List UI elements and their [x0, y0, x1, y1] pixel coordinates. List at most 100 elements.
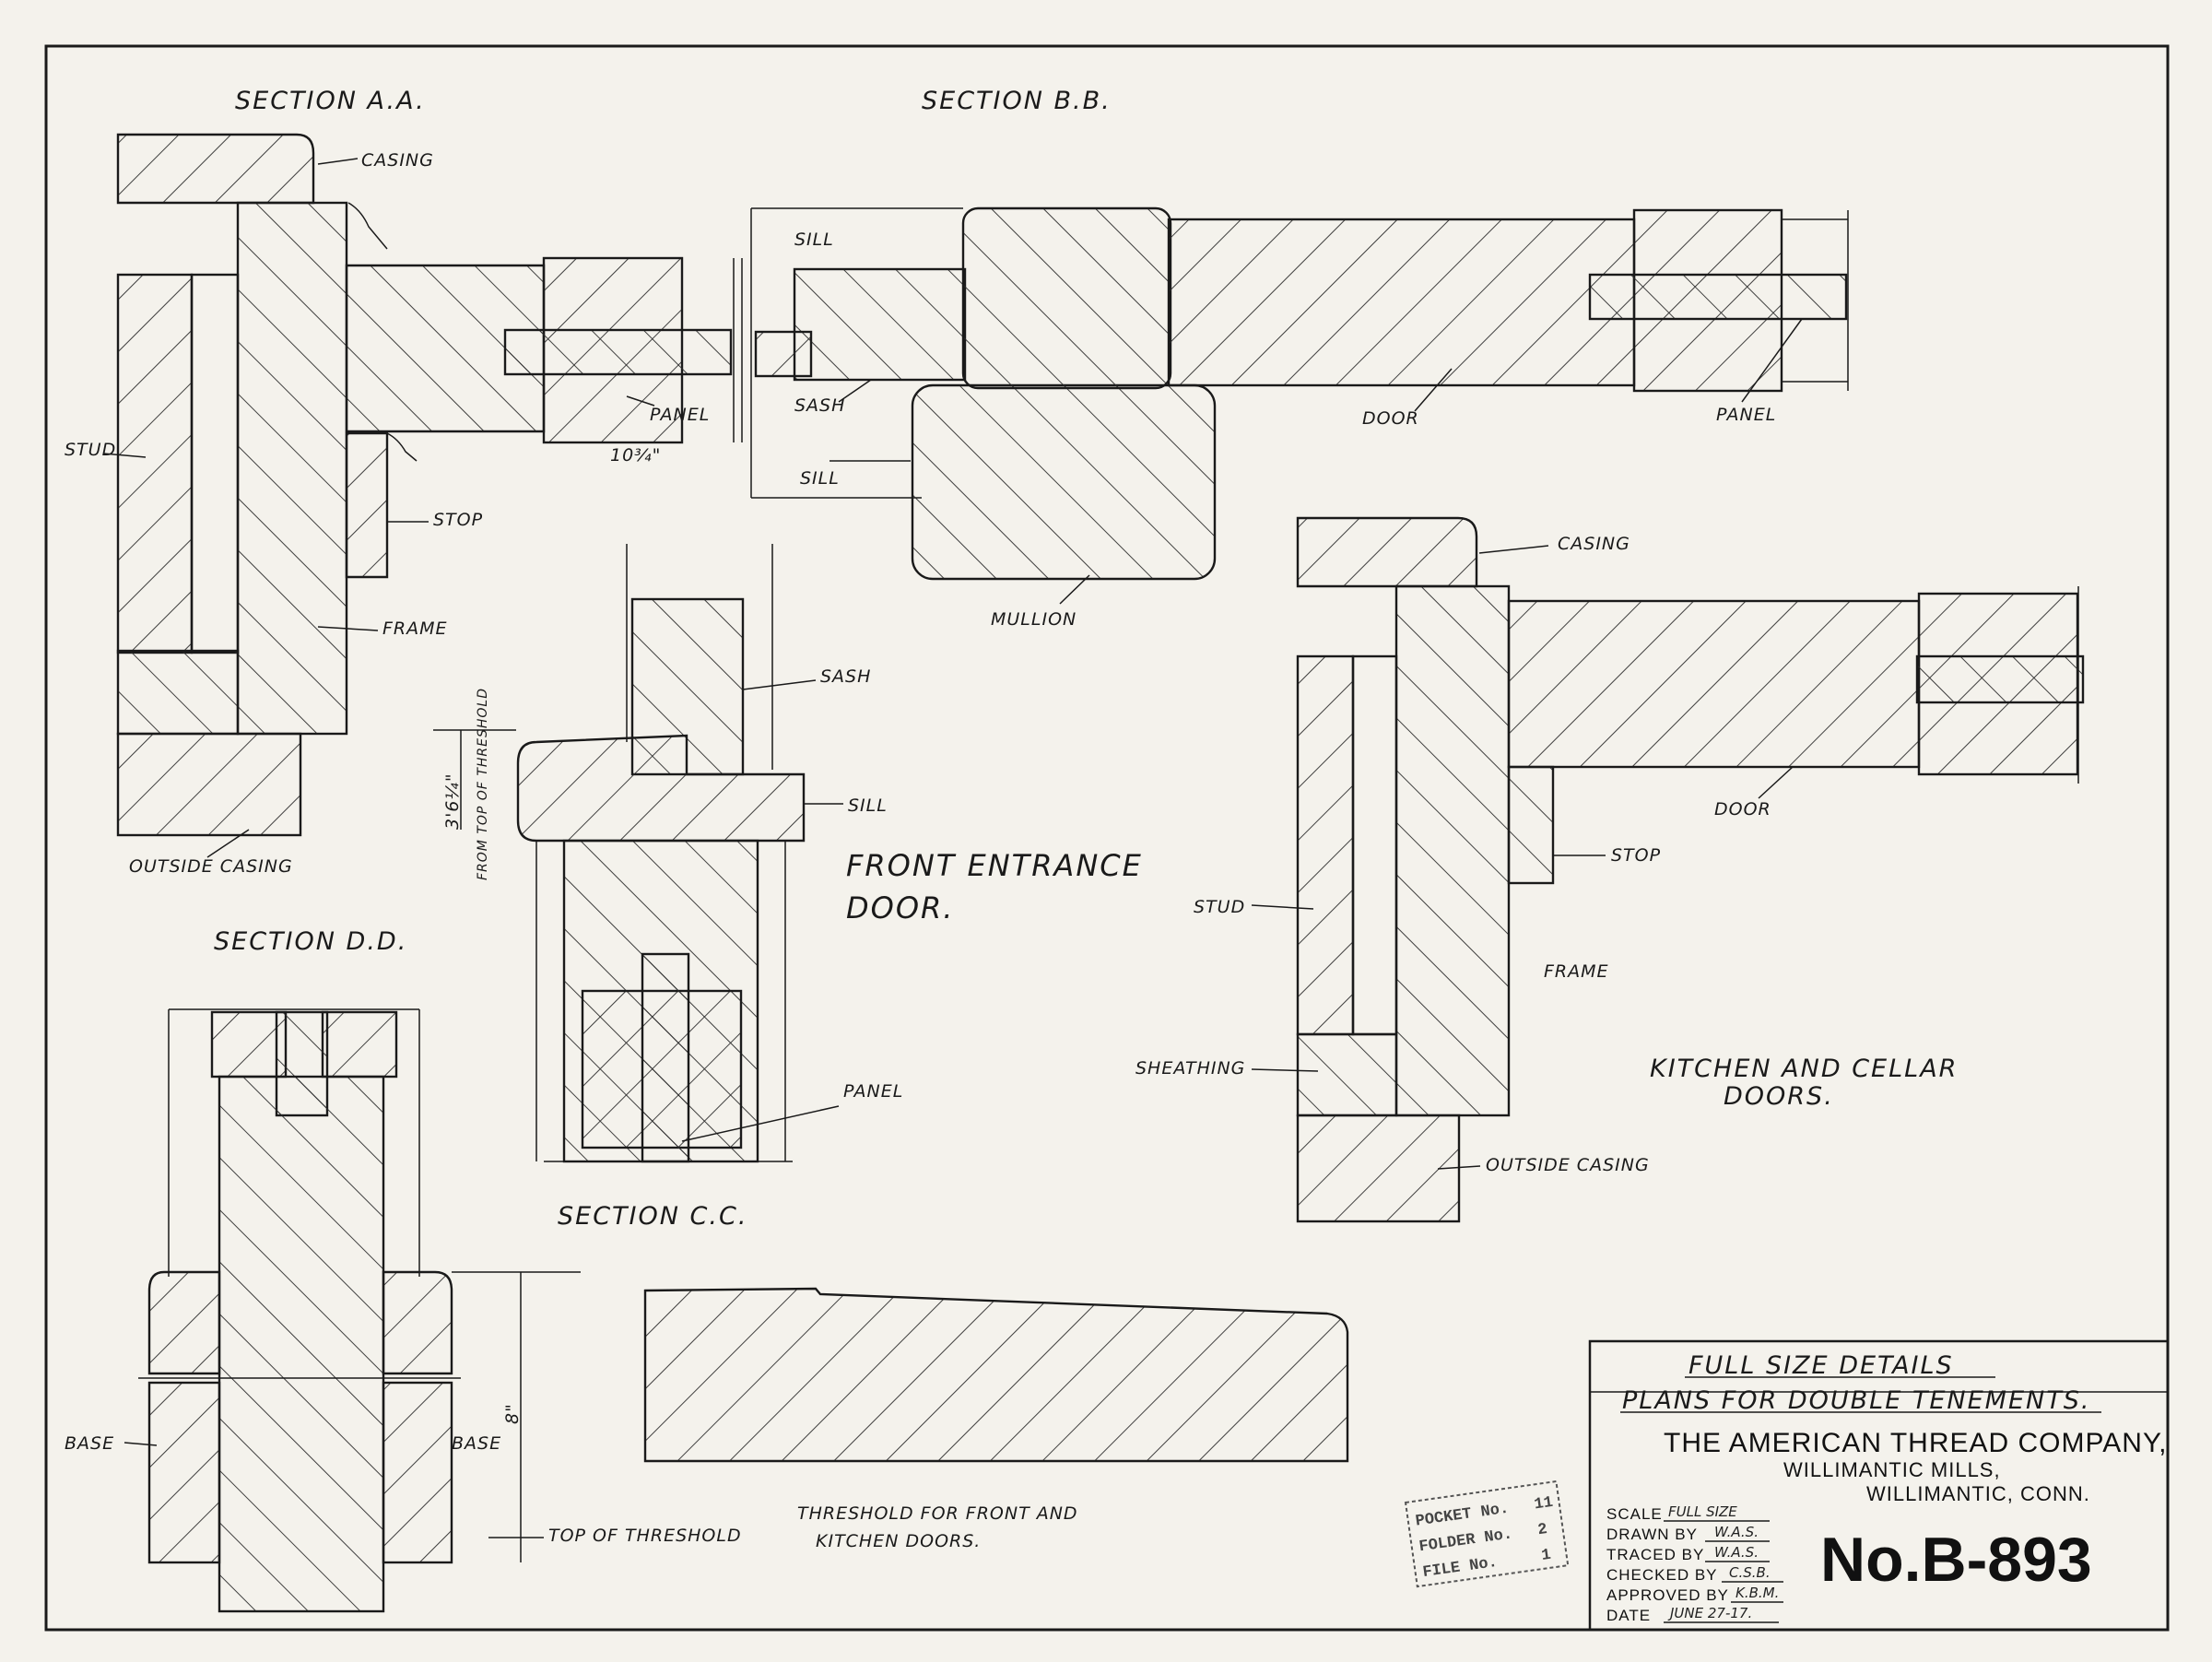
dd-base-left-lower: [147, 1381, 221, 1564]
date-label: DATE: [1606, 1607, 1651, 1624]
bb-door: [1167, 218, 1636, 387]
aa-dimension: 10¾": [610, 445, 661, 466]
kc-door-label: DOOR: [1714, 799, 1771, 819]
approved-value: K.B.M.: [1735, 1585, 1779, 1601]
kc-stop: [1507, 765, 1555, 885]
approved-label: APPROVED BY: [1606, 1586, 1729, 1604]
aa-panel-label: PANEL: [650, 405, 710, 425]
aa-stop-label: STOP: [433, 510, 483, 530]
stamp-file: FILE No.: [1422, 1554, 1499, 1582]
kc-door: [1507, 599, 1921, 769]
bb-mullion: [911, 383, 1217, 581]
file-stamp: POCKET No. 11 FOLDER No. 2 FILE No. 1: [1404, 1479, 1570, 1588]
traced-value: W.A.S.: [1714, 1544, 1759, 1561]
title-line2: PLANS FOR DOUBLE TENEMENTS.: [1622, 1386, 2090, 1415]
scale-label: SCALE: [1606, 1505, 1663, 1523]
bb-mullion-upper: [961, 206, 1172, 390]
section-aa-title: SECTION A.A.: [235, 87, 426, 115]
bb-sill-top-label: SILL: [794, 230, 834, 250]
company-mills: WILLIMANTIC MILLS,: [1783, 1458, 2001, 1481]
aa-stop: [345, 431, 389, 579]
kc-outside-casing-label: OUTSIDE CASING: [1486, 1155, 1650, 1175]
dd-moulding-right: [321, 1010, 398, 1079]
company-name: THE AMERICAN THREAD COMPANY,: [1664, 1428, 2167, 1458]
dd-base-right-lower: [382, 1381, 453, 1564]
section-bb: SECTION B.B. SILL SASH SILL MULLION DOOR…: [750, 87, 1849, 630]
dd-stile: [218, 1075, 385, 1613]
dd-dimension: 8": [502, 1403, 523, 1424]
aa-outside-casing-label: OUTSIDE CASING: [129, 856, 293, 877]
cc-name-line1: FRONT ENTRANCE: [846, 848, 1143, 883]
stamp-pocket: POCKET No.: [1415, 1501, 1511, 1531]
kc-stud-gap: [1351, 654, 1398, 1036]
section-cc: 3'6¼" FROM TOP OF THRESHOLD SASH SILL PA…: [433, 544, 1143, 1231]
dd-base-left-label: BASE: [65, 1433, 114, 1454]
aa-stud-label: STUD: [65, 440, 116, 460]
aa-frame: [236, 201, 348, 736]
cc-dimension: 3'6¼": [442, 772, 463, 830]
cc-panel-label: PANEL: [843, 1081, 903, 1102]
cc-panel: [641, 952, 690, 1163]
threshold-profile: [643, 1287, 1349, 1463]
bb-sill: [793, 267, 967, 382]
section-bb-title: SECTION B.B.: [922, 87, 1112, 115]
bb-mullion-label: MULLION: [991, 609, 1077, 630]
section-kitchen: CASING DOOR STOP STUD FRAME SHEATHING OU…: [1135, 516, 2085, 1223]
kc-frame-label: FRAME: [1544, 961, 1609, 982]
bb-sash-label: SASH: [794, 395, 845, 416]
bb-panel: [1588, 273, 1848, 321]
section-dd: SECTION D.D. 8" BASE BASE TOP OF THRESHO…: [65, 927, 742, 1613]
checked-value: C.S.B.: [1729, 1564, 1771, 1581]
aa-stud: [116, 273, 194, 654]
cc-sill: [516, 734, 806, 843]
kc-panel: [1915, 654, 2085, 704]
cc-sash-label: SASH: [820, 666, 871, 687]
threshold-caption-line2: KITCHEN DOORS.: [816, 1531, 981, 1551]
dd-base-right-label: BASE: [452, 1433, 501, 1454]
drawing-number: No.B-893: [1820, 1525, 2092, 1595]
aa-outside-casing: [116, 732, 302, 837]
aa-casing-label: CASING: [361, 150, 434, 171]
stamp-pocket-value: 11: [1533, 1494, 1554, 1515]
section-aa: SECTION A.A. CASING STUD STOP FRAME PANE…: [65, 87, 743, 877]
checked-label: CHECKED BY: [1606, 1566, 1718, 1584]
company-location: WILLIMANTIC, CONN.: [1866, 1482, 2090, 1505]
threshold: THRESHOLD FOR FRONT AND KITCHEN DOORS.: [643, 1287, 1349, 1551]
traced-label: TRACED BY: [1606, 1546, 1704, 1563]
threshold-caption-line1: THRESHOLD FOR FRONT AND: [797, 1503, 1078, 1524]
scale-value: FULL SIZE: [1668, 1503, 1737, 1520]
cc-sill-label: SILL: [848, 796, 888, 816]
kc-name-line1: KITCHEN AND CELLAR: [1650, 1055, 1958, 1083]
dd-top-of-threshold: TOP OF THRESHOLD: [548, 1526, 742, 1546]
cc-name-line2: DOOR.: [846, 890, 954, 925]
bb-door-label: DOOR: [1362, 408, 1419, 429]
kc-stop-label: STOP: [1611, 845, 1661, 866]
dd-moulding-left: [210, 1010, 288, 1079]
title-block: FULL SIZE DETAILS PLANS FOR DOUBLE TENEM…: [1588, 1339, 2170, 1632]
stamp-folder: FOLDER No.: [1418, 1526, 1514, 1556]
kc-stud-label: STUD: [1194, 897, 1245, 917]
title-line1: FULL SIZE DETAILS: [1688, 1351, 1954, 1380]
aa-sheathing: [116, 649, 240, 736]
bb-panel-label: PANEL: [1716, 405, 1776, 425]
bb-sash: [754, 330, 813, 378]
aa-frame-label: FRAME: [382, 619, 448, 639]
stamp-folder-value: 2: [1536, 1521, 1548, 1539]
aa-stud-gap: [190, 273, 240, 654]
drawn-label: DRAWN BY: [1606, 1526, 1698, 1543]
section-cc-title: SECTION C.C.: [558, 1202, 747, 1231]
cc-dimension-note: FROM TOP OF THRESHOLD: [476, 688, 490, 880]
kc-casing: [1296, 516, 1478, 588]
section-dd-title: SECTION D.D.: [214, 927, 407, 956]
kc-frame: [1394, 584, 1511, 1117]
kc-stud: [1296, 654, 1355, 1036]
aa-casing: [116, 133, 315, 205]
aa-panel: [503, 328, 733, 376]
dd-base-right: [382, 1270, 453, 1375]
date-value: JUNE 27-17.: [1667, 1605, 1752, 1621]
kc-sheathing: [1296, 1032, 1398, 1117]
bb-sill-bottom-label: SILL: [800, 468, 840, 489]
kc-name-line2: DOORS.: [1724, 1082, 1834, 1111]
drawn-value: W.A.S.: [1714, 1524, 1759, 1540]
